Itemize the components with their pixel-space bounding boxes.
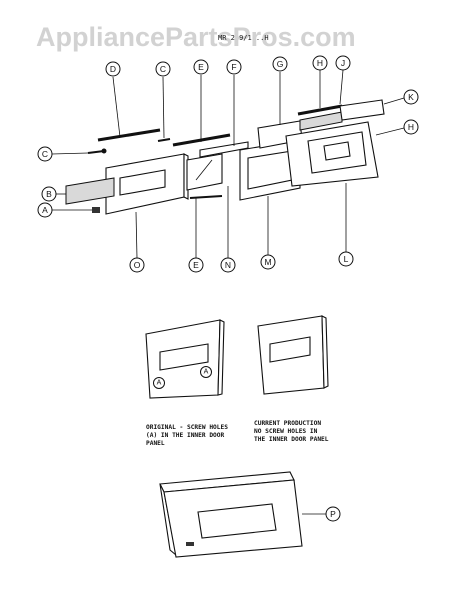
callout-c-left: C: [37, 146, 53, 162]
part-e-rod: [172, 133, 231, 147]
svg-text:K: K: [408, 92, 414, 102]
part-e-glass: [186, 153, 223, 191]
part-c-screw: [87, 150, 105, 154]
part-p-badge: [186, 542, 194, 546]
callout-d: D: [105, 61, 121, 77]
current-panel-window: [269, 336, 311, 363]
svg-text:PANEL: PANEL: [146, 440, 165, 447]
part-b-glass: [65, 177, 115, 205]
svg-text:G: G: [277, 59, 284, 69]
svg-text:J: J: [341, 58, 345, 68]
svg-text:ORIGINAL - SCREW HOLES: ORIGINAL - SCREW HOLES: [146, 424, 228, 431]
part-h-rod: [297, 104, 343, 116]
callout-n: N: [220, 257, 236, 273]
callout-m: M: [260, 254, 276, 270]
original-panel-window: [159, 343, 209, 371]
callout-f: F: [226, 59, 242, 75]
callout-a-screw-left: A: [153, 377, 165, 389]
part-c-clip: [157, 138, 171, 142]
svg-text:N: N: [225, 260, 231, 270]
part-j-glass: [299, 111, 343, 131]
part-e-lower-rod: [189, 195, 223, 199]
part-a-bracket: [92, 207, 100, 213]
original-panel-drawing: [145, 319, 225, 399]
diagram-title: MR 2 9/1 ..H: [218, 34, 269, 42]
callout-a: A: [37, 202, 53, 218]
part-d-rod: [97, 128, 161, 142]
svg-text:THE INNER DOOR PANEL: THE INNER DOOR PANEL: [254, 436, 329, 443]
callout-e: E: [193, 59, 209, 75]
callout-k: K: [403, 89, 419, 105]
callout-p: P: [325, 506, 341, 522]
svg-text:A: A: [42, 205, 48, 215]
callout-c: C: [155, 61, 171, 77]
svg-text:E: E: [198, 62, 204, 72]
svg-text:P: P: [330, 509, 336, 519]
part-f-bar: [199, 141, 249, 158]
svg-text:C: C: [42, 149, 48, 159]
part-o-window: [119, 169, 166, 196]
svg-text:H: H: [408, 122, 414, 132]
svg-text:(A) IN THE INNER DOOR: (A) IN THE INNER DOOR: [146, 432, 225, 439]
callout-l: L: [338, 251, 354, 267]
svg-text:E: E: [193, 260, 199, 270]
part-p-window: [197, 503, 277, 539]
callout-b: B: [41, 186, 57, 202]
part-c-screw-head: [101, 148, 107, 154]
callout-h: H: [312, 55, 328, 71]
svg-text:F: F: [231, 62, 236, 72]
svg-text:B: B: [46, 189, 52, 199]
caption-original: ORIGINAL - SCREW HOLES (A) IN THE INNER …: [146, 424, 228, 447]
part-p-door: [159, 471, 303, 558]
callout-j: J: [335, 55, 351, 71]
leader-lines: [51, 69, 405, 259]
svg-text:D: D: [110, 64, 116, 74]
callout-a-screw-right: A: [200, 366, 212, 378]
part-e-glass-shine: [195, 159, 213, 181]
svg-text:O: O: [134, 260, 141, 270]
svg-text:M: M: [264, 257, 271, 267]
exploded-view: [65, 99, 385, 215]
callout-o: O: [129, 257, 145, 273]
svg-text:A: A: [157, 380, 162, 387]
callout-e-bottom: E: [188, 257, 204, 273]
watermark-text: AppliancePartsPros.com: [36, 22, 356, 52]
svg-text:H: H: [317, 58, 323, 68]
current-panel-drawing: [257, 315, 329, 395]
part-l-window-inner: [323, 141, 351, 161]
callout-h-right: H: [403, 119, 419, 135]
svg-text:NO SCREW HOLES IN: NO SCREW HOLES IN: [254, 428, 318, 435]
svg-text:L: L: [344, 254, 349, 264]
svg-text:C: C: [160, 64, 166, 74]
svg-text:CURRENT PRODUCTION: CURRENT PRODUCTION: [254, 420, 321, 427]
caption-current: CURRENT PRODUCTION NO SCREW HOLES IN THE…: [254, 420, 329, 443]
callout-g: G: [272, 56, 288, 72]
part-k-gasket: [339, 99, 385, 121]
svg-text:A: A: [204, 369, 209, 376]
